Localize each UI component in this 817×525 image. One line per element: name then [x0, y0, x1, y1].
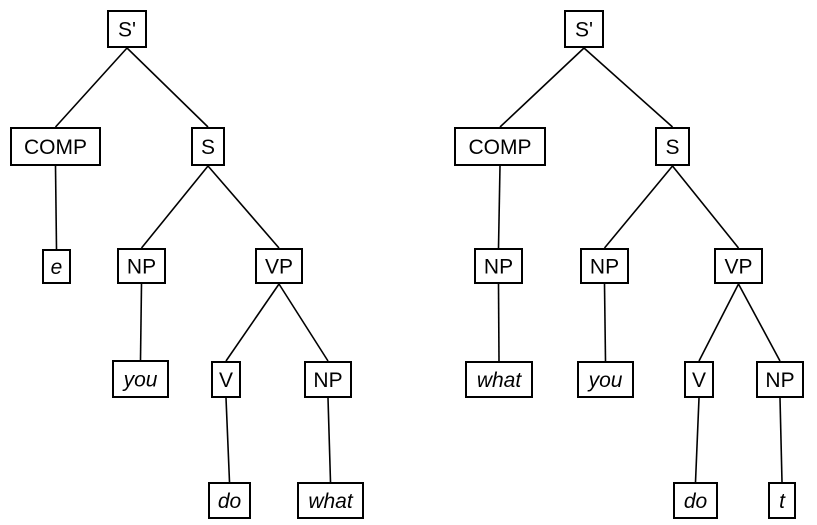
tree-edge — [694, 397, 700, 483]
tree-node-r-vp[interactable]: VP — [714, 248, 763, 284]
node-box — [112, 360, 169, 398]
node-label: S — [201, 136, 215, 159]
node-box — [580, 248, 629, 284]
node-box — [756, 361, 804, 398]
tree-node-r-s[interactable]: S — [655, 127, 690, 166]
node-label: S' — [118, 19, 136, 42]
tree-nodes-right-tree: S' COMP S NP NP VP what you V NP do t — [454, 10, 804, 519]
tree-node-l-np2[interactable]: NP — [304, 361, 352, 398]
node-box — [211, 361, 241, 398]
tree-edge — [54, 165, 58, 250]
tree-edge — [207, 165, 280, 249]
node-box — [304, 361, 352, 398]
tree-edge — [698, 283, 740, 362]
node-box — [465, 361, 533, 398]
node-label: COMP — [24, 136, 87, 159]
tree-node-r-comp[interactable]: COMP — [454, 127, 546, 166]
tree-node-l-comp[interactable]: COMP — [10, 127, 101, 166]
node-box — [117, 248, 166, 284]
node-box — [107, 10, 147, 48]
tree-edge — [499, 47, 585, 128]
tree-edge — [671, 165, 740, 249]
node-label: do — [684, 490, 708, 513]
node-box — [564, 10, 604, 48]
node-label: VP — [265, 256, 293, 279]
node-label: what — [477, 369, 523, 392]
node-label: VP — [724, 256, 752, 279]
node-label: do — [218, 490, 242, 513]
tree-edges-left-tree — [54, 47, 332, 483]
node-label: NP — [127, 256, 156, 279]
node-box — [714, 248, 763, 284]
tree-edge — [737, 283, 781, 362]
node-label: NP — [484, 256, 513, 279]
tree-edge — [497, 283, 500, 362]
node-box — [297, 482, 364, 519]
tree-node-r-you[interactable]: you — [577, 361, 634, 398]
tree-edge — [497, 165, 501, 249]
tree-node-l-what[interactable]: what — [297, 482, 364, 519]
node-label: what — [308, 490, 354, 513]
tree-edge — [603, 165, 674, 249]
node-label: e — [51, 256, 63, 279]
tree-node-l-vp[interactable]: VP — [255, 248, 303, 284]
tree-node-r-sbar[interactable]: S' — [564, 10, 604, 48]
node-label: NP — [313, 369, 342, 392]
tree-node-l-you[interactable]: you — [112, 360, 169, 398]
node-box — [191, 127, 225, 166]
tree-edge — [225, 283, 280, 362]
tree-edges-right-tree — [497, 47, 783, 483]
node-label: V — [692, 369, 706, 392]
node-box — [454, 127, 546, 166]
tree-node-l-np1[interactable]: NP — [117, 248, 166, 284]
node-label: S — [665, 136, 679, 159]
node-label: you — [587, 369, 623, 392]
node-box — [655, 127, 690, 166]
tree-node-l-do[interactable]: do — [208, 482, 251, 519]
tree-edge — [225, 397, 231, 483]
node-label: V — [219, 369, 233, 392]
tree-node-r-what[interactable]: what — [465, 361, 533, 398]
node-box — [42, 249, 71, 284]
tree-node-r-t[interactable]: t — [768, 482, 796, 519]
node-box — [684, 361, 714, 398]
tree-edge — [54, 47, 128, 128]
tree-node-r-np1[interactable]: NP — [580, 248, 629, 284]
tree-edge — [139, 283, 143, 361]
tree-edge — [126, 47, 209, 128]
node-label: t — [779, 490, 786, 513]
node-label: S' — [575, 19, 593, 42]
node-label: COMP — [469, 136, 532, 159]
tree-edge — [327, 397, 332, 483]
tree-node-r-v[interactable]: V — [684, 361, 714, 398]
edges-layer — [54, 47, 783, 483]
tree-edge — [603, 283, 607, 362]
node-label: you — [122, 369, 158, 392]
node-box — [255, 248, 303, 284]
node-box — [577, 361, 634, 398]
node-box — [673, 482, 718, 519]
tree-node-l-v[interactable]: V — [211, 361, 241, 398]
node-box — [768, 482, 796, 519]
tree-edge — [278, 283, 329, 362]
tree-node-l-s[interactable]: S — [191, 127, 225, 166]
tree-node-r-np0[interactable]: NP — [474, 248, 523, 284]
tree-edge — [779, 397, 783, 483]
tree-edge — [140, 165, 209, 249]
node-box — [10, 127, 101, 166]
node-box — [474, 248, 523, 284]
tree-node-l-e[interactable]: e — [42, 249, 71, 284]
tree-edge — [583, 47, 674, 128]
node-label: NP — [590, 256, 619, 279]
tree-node-r-np2[interactable]: NP — [756, 361, 804, 398]
node-box — [208, 482, 251, 519]
tree-node-l-sbar[interactable]: S' — [107, 10, 147, 48]
node-label: NP — [765, 369, 794, 392]
tree-node-r-do[interactable]: do — [673, 482, 718, 519]
